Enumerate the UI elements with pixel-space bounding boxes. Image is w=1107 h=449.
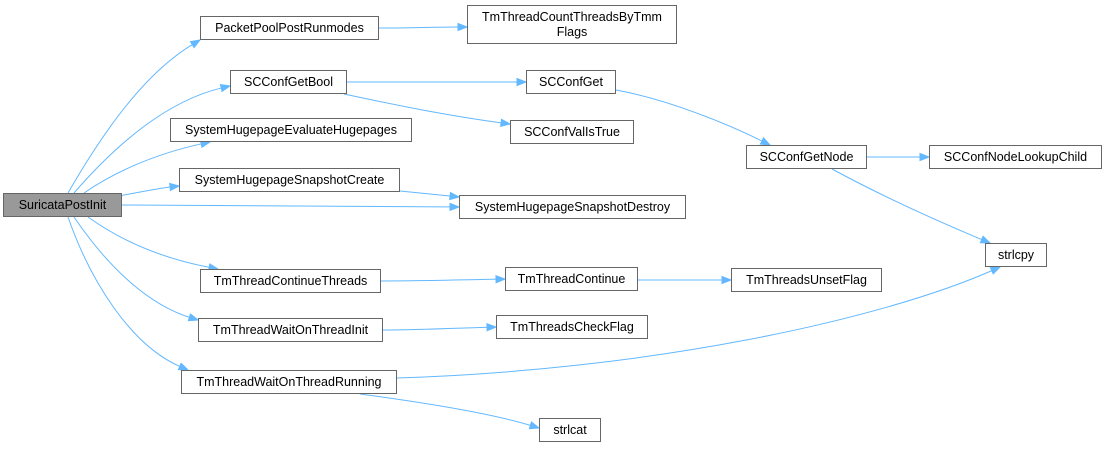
- edge-SCConfGetNode-to-SCConfNodeLookupChild: [867, 152, 931, 162]
- edge-line: [378, 26, 460, 29]
- arrowhead-icon: [989, 266, 1002, 275]
- node-PacketPoolPostRunmodes[interactable]: PacketPoolPostRunmodes: [200, 16, 379, 40]
- node-SCConfNodeLookupChild[interactable]: SCConfNodeLookupChild: [929, 145, 1102, 169]
- edge-SuricataPostInit-to-TmThreadWaitOnThreadInit: [73, 216, 200, 322]
- edge-line: [67, 216, 181, 368]
- edge-SuricataPostInit-to-TmThreadWaitOnThreadRunning: [67, 216, 190, 371]
- node-TmThreadContinue[interactable]: TmThreadContinue: [505, 267, 638, 291]
- edge-line: [118, 186, 172, 197]
- edge-line: [83, 143, 203, 194]
- node-TmThreadWaitOnThreadInit[interactable]: TmThreadWaitOnThreadInit: [198, 318, 383, 342]
- edge-line: [343, 93, 503, 124]
- node-TmThreadsCheckFlag[interactable]: TmThreadsCheckFlag: [496, 315, 648, 339]
- arrowhead-icon: [449, 191, 461, 201]
- edge-line: [73, 87, 223, 194]
- edge-TmThreadWaitOnThreadRunning-to-strlcpy: [396, 266, 1002, 379]
- edge-line: [87, 216, 211, 269]
- arrowhead-icon: [516, 77, 528, 87]
- arrowhead-icon: [979, 235, 992, 244]
- node-SystemHugepageSnapshotDestroy[interactable]: SystemHugepageSnapshotDestroy: [459, 195, 686, 219]
- edge-line: [73, 216, 191, 319]
- edge-SuricataPostInit-to-TmThreadContinueThreads: [87, 216, 220, 272]
- node-TmThreadsUnsetFlag[interactable]: TmThreadsUnsetFlag: [731, 268, 882, 292]
- node-TmThreadWaitOnThreadRunning[interactable]: TmThreadWaitOnThreadRunning: [181, 370, 397, 394]
- node-TmThreadContinueThreads[interactable]: TmThreadContinueThreads: [200, 269, 381, 293]
- edge-line: [396, 269, 993, 379]
- arrowhead-icon: [219, 84, 232, 93]
- arrowhead-icon: [189, 39, 202, 49]
- edge-SCConfGetBool-to-SCConfValIsTrue: [343, 93, 512, 127]
- arrowhead-icon: [500, 118, 512, 127]
- edge-SCConfGet-to-SCConfGetNode: [615, 89, 772, 146]
- edge-TmThreadContinue-to-TmThreadsUnsetFlag: [638, 275, 733, 285]
- edge-SystemHugepageSnapshotCreate-to-SystemHugepageSnapshotDestroy: [399, 190, 461, 201]
- edge-line: [399, 190, 452, 197]
- node-TmThreadCountThreadsByTmmFlags[interactable]: TmThreadCountThreadsByTmm Flags: [467, 5, 677, 44]
- node-SuricataPostInit[interactable]: SuricataPostInit: [3, 193, 122, 217]
- node-SCConfValIsTrue[interactable]: SCConfValIsTrue: [510, 120, 634, 144]
- edge-SCConfGetBool-to-SCConfGet: [347, 77, 528, 87]
- edge-line: [380, 278, 498, 282]
- node-SCConfGet[interactable]: SCConfGet: [526, 70, 616, 94]
- node-SCConfGetBool[interactable]: SCConfGetBool: [230, 70, 347, 94]
- node-SCConfGetNode[interactable]: SCConfGetNode: [746, 145, 867, 169]
- edge-line: [831, 168, 983, 241]
- arrowhead-icon: [721, 275, 733, 285]
- arrowhead-icon: [495, 274, 507, 284]
- node-strlcpy[interactable]: strlcpy: [985, 243, 1047, 267]
- node-SystemHugepageEvaluateHugepages[interactable]: SystemHugepageEvaluateHugepages: [170, 118, 412, 142]
- arrowhead-icon: [177, 362, 190, 371]
- arrowhead-icon: [169, 182, 181, 192]
- edge-line: [67, 43, 194, 194]
- arrowhead-icon: [759, 136, 772, 146]
- arrowhead-icon: [919, 152, 931, 162]
- edge-TmThreadContinueThreads-to-TmThreadContinue: [380, 274, 507, 284]
- edge-line: [118, 204, 452, 208]
- edge-PacketPoolPostRunmodes-to-TmThreadCountThreadsByTmmFlags: [378, 22, 469, 32]
- edge-SuricataPostInit-to-SCConfGetBool: [73, 84, 232, 194]
- node-SystemHugepageSnapshotCreate[interactable]: SystemHugepageSnapshotCreate: [179, 168, 400, 192]
- edge-SuricataPostInit-to-SystemHugepageSnapshotDestroy: [118, 202, 461, 212]
- arrowhead-icon: [528, 421, 541, 430]
- arrowhead-icon: [187, 313, 200, 322]
- edge-line: [615, 89, 764, 142]
- arrowhead-icon: [457, 22, 469, 32]
- edge-SuricataPostInit-to-SystemHugepageSnapshotCreate: [118, 182, 181, 197]
- edge-TmThreadWaitOnThreadInit-to-TmThreadsCheckFlag: [382, 323, 498, 332]
- edge-line: [382, 326, 489, 331]
- arrowhead-icon: [486, 323, 498, 332]
- edge-SCConfGetNode-to-strlcpy: [831, 168, 992, 244]
- edge-line: [359, 393, 532, 427]
- edge-SuricataPostInit-to-PacketPoolPostRunmodes: [67, 39, 202, 194]
- node-strlcat[interactable]: strlcat: [539, 418, 601, 442]
- arrowhead-icon: [449, 202, 461, 212]
- edge-TmThreadWaitOnThreadRunning-to-strlcat: [359, 393, 541, 430]
